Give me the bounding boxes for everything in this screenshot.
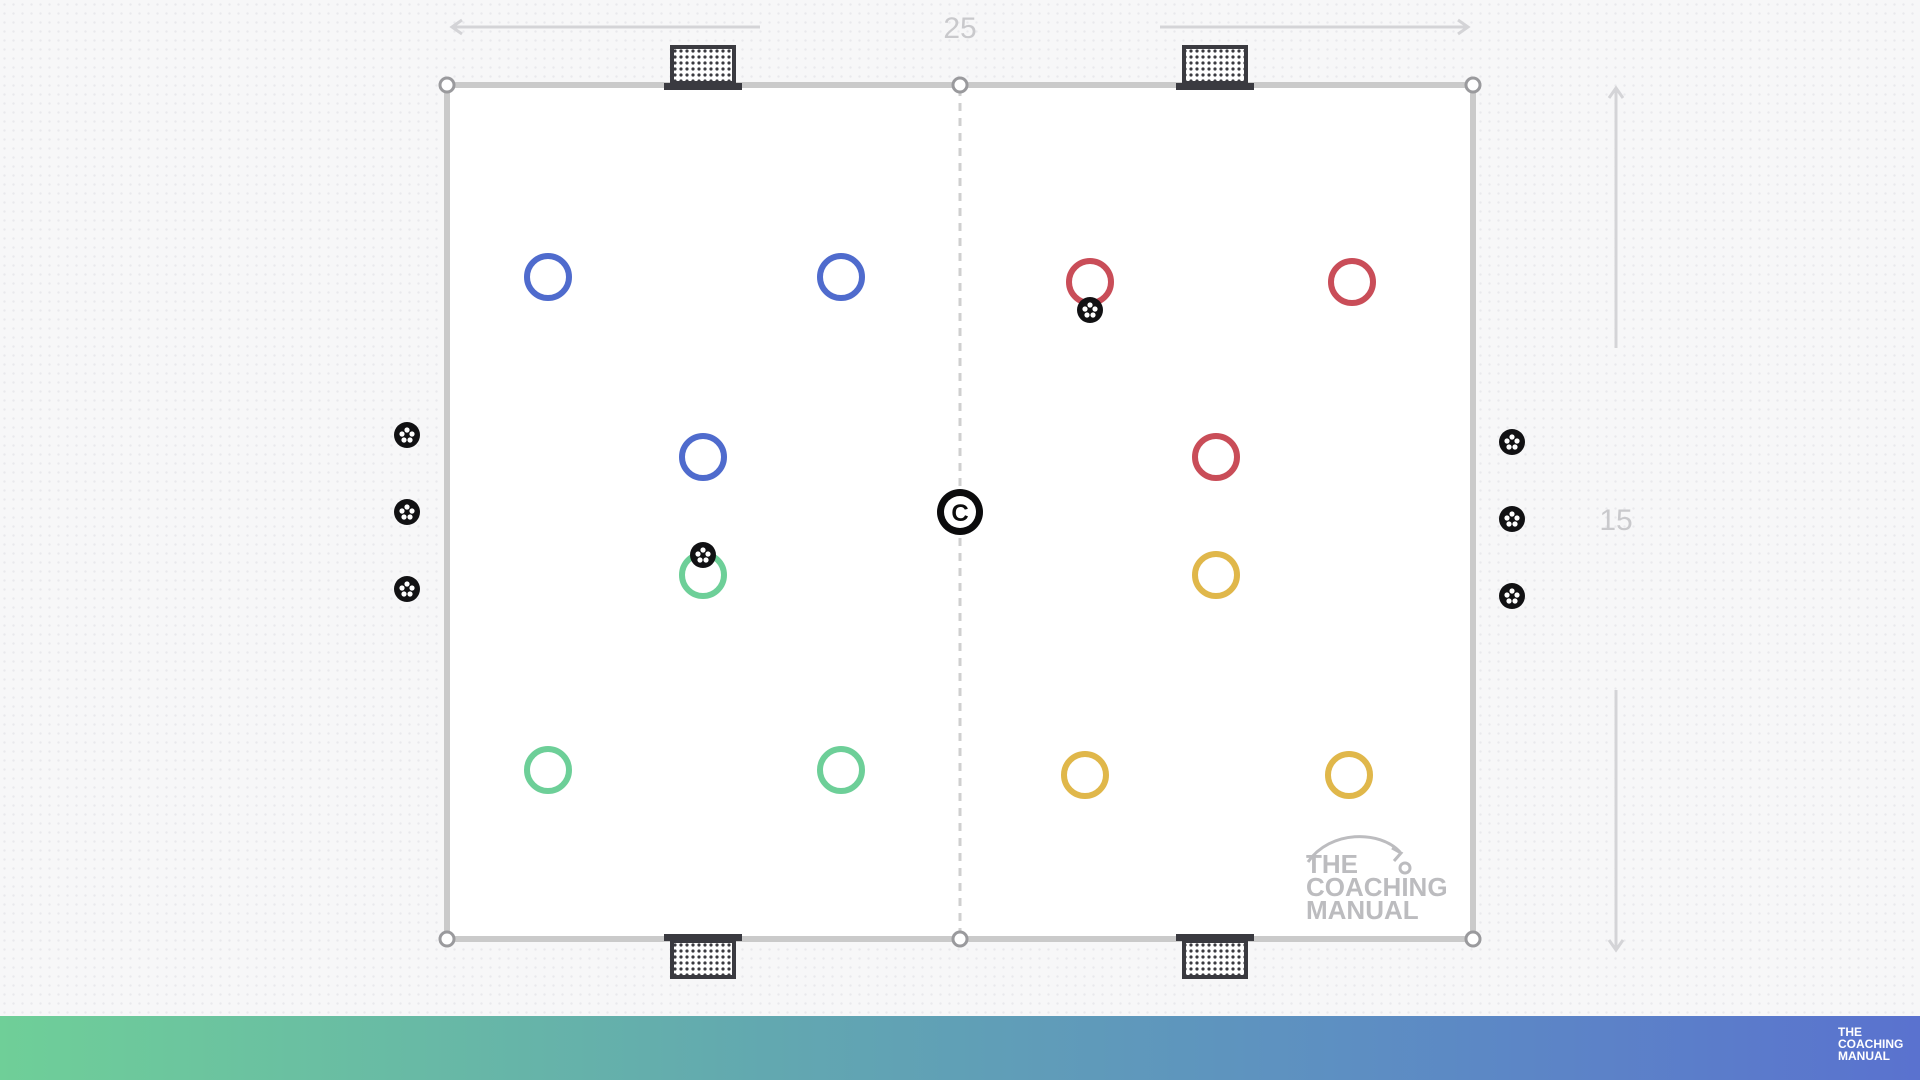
height-label: 15 xyxy=(1599,504,1632,537)
soccer-ball-icon xyxy=(1077,297,1103,323)
watermark-logo: THE COACHING MANUAL xyxy=(1306,835,1448,925)
corner-cone-icon xyxy=(438,930,456,948)
footer-logo-line3: MANUAL xyxy=(1838,1049,1890,1063)
corner-cone-icon xyxy=(1464,76,1482,94)
soccer-ball-icon xyxy=(1499,506,1525,532)
corner-cone-icon xyxy=(951,76,969,94)
corner-cone-icon xyxy=(951,930,969,948)
footer-logo-line2: COACHING xyxy=(1838,1037,1904,1051)
goal-net-icon xyxy=(664,45,742,90)
coach-label: C xyxy=(951,500,968,527)
soccer-ball-icon xyxy=(1499,583,1525,609)
soccer-ball-icon xyxy=(1499,429,1525,455)
pitch-diagram: 25 15 xyxy=(394,12,1633,979)
blue-player xyxy=(679,433,727,481)
red-player xyxy=(1192,433,1240,481)
watermark-line3: MANUAL xyxy=(1306,895,1419,925)
yellow-player xyxy=(1061,751,1109,799)
footer-bar: THE COACHING MANUAL xyxy=(0,1016,1920,1080)
footer-logo-line1: THE xyxy=(1838,1025,1862,1039)
height-dimension: 15 xyxy=(1599,85,1633,953)
soccer-ball-icon xyxy=(394,576,420,602)
goal-net-icon xyxy=(664,934,742,979)
green-player xyxy=(524,746,572,794)
yellow-player xyxy=(1192,551,1240,599)
width-label: 25 xyxy=(943,12,976,45)
watermark-line2: COACHING xyxy=(1306,872,1448,902)
balls-group xyxy=(394,297,1525,609)
footer-logo: THE COACHING MANUAL xyxy=(1838,1026,1910,1072)
corner-cone-icon xyxy=(1464,930,1482,948)
goal-net-icon xyxy=(1176,934,1254,979)
width-dimension: 25 xyxy=(449,12,1471,45)
watermark-line1: THE xyxy=(1306,849,1358,879)
coach-marker-icon: C xyxy=(937,489,983,535)
soccer-ball-icon xyxy=(394,422,420,448)
blue-player xyxy=(817,253,865,301)
yellow-player xyxy=(1325,751,1373,799)
blue-player xyxy=(524,253,572,301)
soccer-ball-icon xyxy=(394,499,420,525)
red-player xyxy=(1328,258,1376,306)
soccer-ball-icon xyxy=(690,542,716,568)
goal-net-icon xyxy=(1176,45,1254,90)
corner-cone-icon xyxy=(438,76,456,94)
green-player xyxy=(817,746,865,794)
